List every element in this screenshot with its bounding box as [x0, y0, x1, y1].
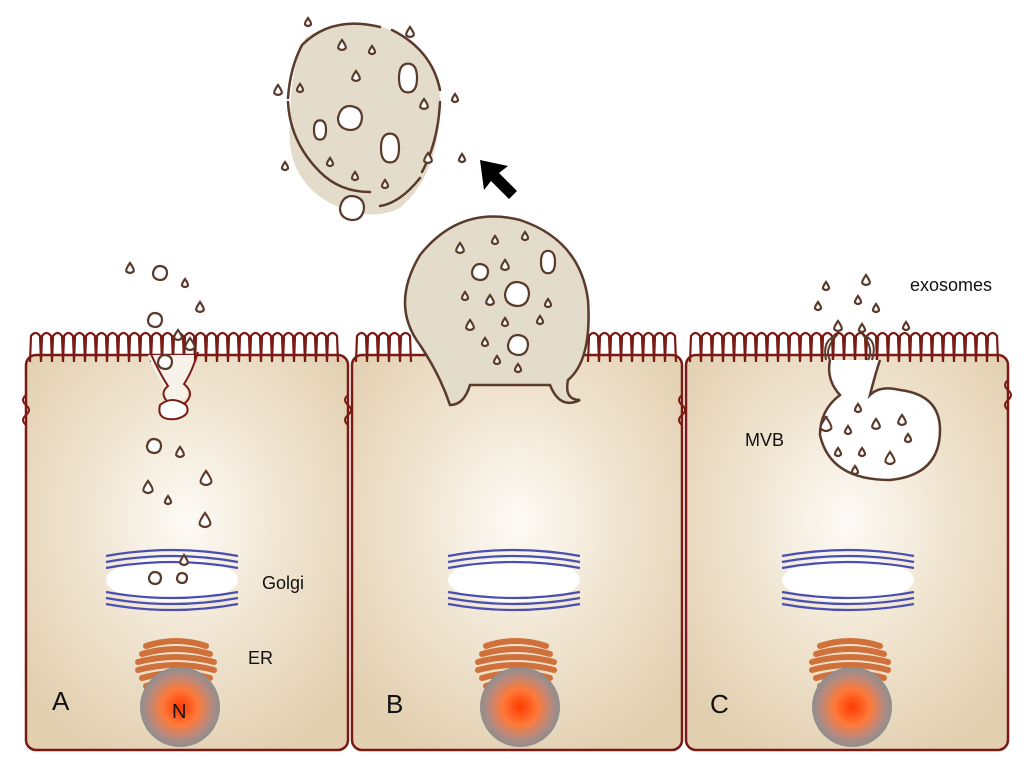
vesicle [535, 314, 545, 326]
lateral-junctions [22, 379, 1012, 426]
vesicle [142, 479, 154, 495]
vesicle [295, 82, 305, 94]
nucleus-b [480, 667, 560, 747]
label-er: ER [248, 648, 273, 668]
vesicle [405, 25, 415, 39]
label-nucleus: N [172, 701, 186, 723]
cell-a-vesicle-fusing [158, 399, 189, 421]
panel-label-c: C [710, 689, 729, 719]
vesicle [195, 300, 205, 314]
golgi-stack-c [781, 548, 915, 612]
vesicle [163, 494, 173, 506]
vesicle [338, 194, 366, 222]
vesicle [280, 160, 290, 172]
vesicle [833, 319, 843, 333]
vesicle [513, 362, 523, 374]
vesicle [871, 302, 881, 314]
vesicle [179, 553, 189, 567]
vesicle [199, 469, 213, 487]
cell-b-microvilli [354, 331, 413, 363]
vesicle [337, 38, 347, 52]
vesicle [492, 354, 502, 366]
vesicle [833, 446, 843, 458]
vesicle [539, 249, 557, 275]
vesicle [485, 293, 495, 307]
vesicle [853, 402, 863, 414]
vesicle [460, 290, 470, 302]
vesicle [380, 178, 390, 190]
vesicle [457, 152, 467, 164]
vesicle [312, 119, 328, 141]
vesicle [813, 300, 823, 312]
vesicle [520, 230, 530, 242]
vesicle [198, 511, 212, 529]
vesicle [303, 16, 313, 28]
cell-c-mvb [818, 334, 942, 482]
vesicle [500, 258, 510, 272]
vesicle [470, 262, 490, 282]
vesicle [147, 570, 163, 586]
vesicle [367, 44, 377, 56]
nucleus-c [812, 667, 892, 747]
vesicle [465, 318, 475, 332]
vesicle [156, 353, 174, 371]
vesicle [850, 464, 860, 476]
vesicle [175, 445, 185, 459]
label-mvb: MVB [745, 430, 784, 450]
vesicle [503, 280, 531, 308]
vesicle [490, 234, 500, 246]
golgi-stack-a [105, 548, 239, 612]
vesicle [506, 333, 530, 357]
vesicle [821, 280, 831, 292]
vesicle [480, 336, 490, 348]
vesicle [853, 294, 863, 306]
vesicle [819, 415, 833, 433]
vesicle [861, 273, 871, 287]
vesicles [125, 16, 913, 586]
released-apocrine-body [286, 22, 442, 215]
vesicle [903, 432, 913, 444]
nuclei [140, 667, 892, 747]
vesicle [173, 328, 183, 342]
vesicle [843, 424, 853, 436]
vesicle [184, 336, 196, 352]
vesicle [397, 62, 419, 94]
vesicle [325, 156, 335, 168]
vesicle [884, 450, 896, 466]
vesicle [419, 97, 429, 111]
vesicle [857, 446, 867, 458]
nucleus-a [140, 667, 220, 747]
vesicle [543, 297, 553, 309]
vesicle [450, 92, 460, 104]
vesicle [180, 277, 190, 289]
golgi-stacks [105, 548, 915, 612]
label-golgi: Golgi [262, 573, 304, 593]
vesicle [146, 311, 164, 329]
vesicle [125, 261, 135, 275]
vesicle [273, 83, 283, 97]
vesicle [145, 437, 163, 455]
vesicle [897, 413, 907, 427]
vesicle [379, 132, 401, 164]
golgi-stack-b [447, 548, 581, 612]
vesicle [857, 322, 867, 334]
vesicle [901, 320, 911, 332]
vesicle [175, 571, 189, 585]
vesicle [151, 264, 169, 282]
label-exosomes: exosomes [910, 275, 992, 295]
vesicle [351, 69, 361, 83]
panel-label-a: A [52, 686, 70, 716]
vesicle [500, 316, 510, 328]
vesicle [423, 151, 433, 165]
cell-b-microvilli-right [586, 331, 678, 363]
vesicle [350, 170, 360, 182]
arrow-up-left-icon [480, 160, 517, 199]
vesicle [871, 417, 881, 431]
vesicle [455, 241, 465, 255]
vesicle [336, 104, 364, 132]
panel-label-b: B [386, 689, 403, 719]
